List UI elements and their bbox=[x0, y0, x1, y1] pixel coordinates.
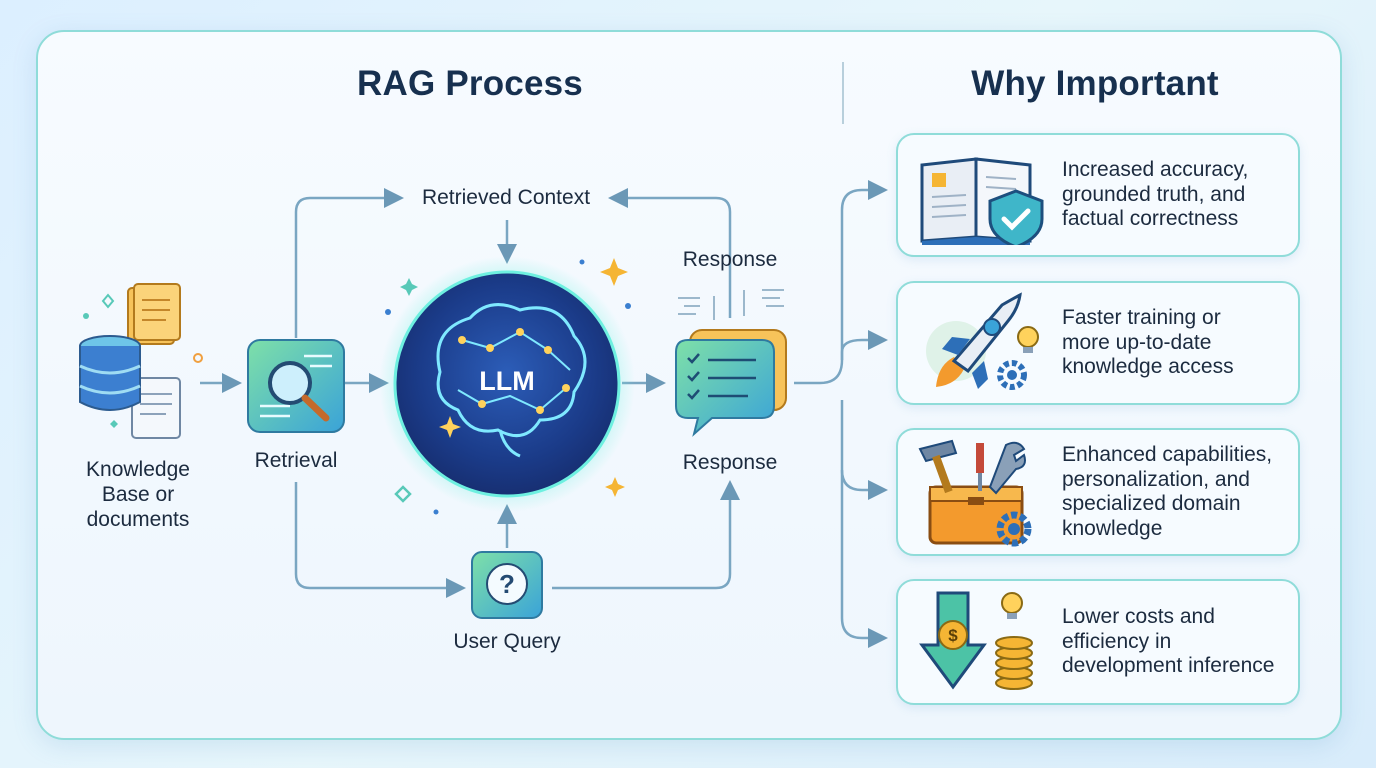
database-icon bbox=[79, 283, 203, 439]
cost-down-icon: $ bbox=[919, 591, 1033, 690]
rag-process-title: RAG Process bbox=[357, 64, 583, 103]
response-chat-icon bbox=[675, 289, 787, 437]
retrieval-label: Retrieval bbox=[254, 449, 338, 472]
benefit-text-costs: Lower costs and efficiency in developmen… bbox=[1062, 605, 1275, 678]
flow-arrows bbox=[200, 180, 888, 648]
benefit-text-accuracy: Increased accuracy, grounded truth, and … bbox=[1062, 158, 1249, 231]
user-query-label: User Query bbox=[453, 630, 561, 653]
benefit-card-costs: $ Lower costs and efficiency in developm… bbox=[896, 579, 1300, 705]
response-top-label: Response bbox=[682, 248, 778, 271]
why-important-title: Why Important bbox=[971, 64, 1219, 103]
question-icon bbox=[471, 551, 543, 619]
llm-brain-icon bbox=[379, 256, 635, 515]
rocket-icon bbox=[926, 292, 1039, 390]
book-shield-icon bbox=[920, 157, 1044, 245]
knowledge-base-label: Knowledge Base or documents bbox=[86, 458, 190, 531]
benefit-text-capabilities: Enhanced capabilities, personalization, … bbox=[1062, 443, 1273, 540]
magnifier-icon bbox=[247, 339, 345, 433]
section-divider bbox=[842, 62, 844, 124]
svg-text:$: $ bbox=[948, 626, 958, 645]
toolbox-icon bbox=[918, 439, 1032, 547]
llm-label: LLM bbox=[479, 366, 535, 396]
benefit-card-faster: Faster training or more up-to-date knowl… bbox=[896, 281, 1300, 405]
benefit-card-capabilities: Enhanced capabilities, personalization, … bbox=[896, 428, 1300, 556]
response-label: Response bbox=[682, 451, 778, 474]
benefit-text-faster: Faster training or more up-to-date knowl… bbox=[1062, 306, 1234, 379]
retrieved-context-label: Retrieved Context bbox=[421, 186, 591, 209]
question-mark-glyph: ? bbox=[499, 569, 515, 599]
benefit-card-accuracy: Increased accuracy, grounded truth, and … bbox=[896, 133, 1300, 257]
